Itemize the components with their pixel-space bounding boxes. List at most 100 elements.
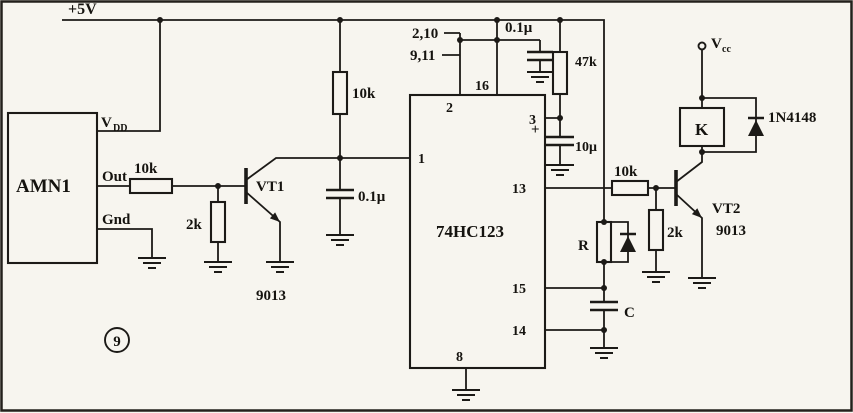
relay-wires <box>701 50 757 153</box>
label-2k-pulldown2: 2k <box>667 225 684 241</box>
label-c-timing: C <box>624 305 635 321</box>
ground-symbol <box>590 347 618 359</box>
label-r-timing: R <box>578 238 589 254</box>
vcc-terminal <box>697 41 707 51</box>
vt1-emitter-arrow <box>269 212 280 222</box>
power-rail: +5V <box>62 1 605 222</box>
ground-symbol <box>642 271 670 283</box>
junction <box>337 155 343 161</box>
label-47k: 47k <box>575 55 597 70</box>
junction <box>215 183 221 189</box>
timing-network: R C <box>545 220 636 359</box>
figure-number-circle <box>104 327 130 353</box>
label-10k-base2: 10k <box>614 164 638 180</box>
label-2k-pulldown: 2k <box>186 217 203 233</box>
junction <box>337 17 343 23</box>
relay-coil-box <box>678 106 726 148</box>
pin-vdd-label: V <box>101 115 112 131</box>
wire-5v-rail <box>62 19 605 222</box>
ground-symbol <box>688 277 716 289</box>
pin-out-label: Out <box>102 169 127 185</box>
junction <box>601 259 607 265</box>
ground-symbol <box>266 261 294 273</box>
label-tied-pins-bottom: 9,11 <box>410 48 435 64</box>
relay-circuit: K V cc 1N4148 <box>678 36 816 153</box>
resistor-2k-pulldown <box>209 200 227 244</box>
label-10k-pullup: 10k <box>352 86 376 102</box>
label-vt2: VT2 <box>712 201 740 217</box>
sensor-name: AMN1 <box>16 176 71 197</box>
diode-timing <box>620 236 636 252</box>
figure-number-text: 9 <box>113 334 121 350</box>
ground-symbol <box>546 164 574 176</box>
label-01u-decoupling: 0.1μ <box>505 20 533 36</box>
resistor-r-timing <box>595 220 613 264</box>
capacitor-01u-filter <box>326 188 354 200</box>
label-vcc: V <box>711 36 722 52</box>
figure-number: 9 <box>104 327 130 353</box>
reset-network: 47k + 10μ <box>531 20 597 176</box>
label-10k-base: 10k <box>134 161 158 177</box>
junction <box>699 95 705 101</box>
resistor-10k-base <box>128 177 174 195</box>
pin16-label: 16 <box>475 79 489 94</box>
pin13-label: 13 <box>512 182 526 197</box>
pin1-label: 1 <box>418 152 425 167</box>
resistor-10k-base2 <box>610 179 650 197</box>
junction <box>457 37 463 43</box>
resistor-10k-pullup <box>331 70 349 116</box>
label-vt1: VT1 <box>256 179 284 195</box>
junction <box>557 115 563 121</box>
diode-1n4148 <box>748 120 764 136</box>
capacitor-01u-decoupling <box>527 50 553 62</box>
junction <box>601 327 607 333</box>
junction <box>601 219 607 225</box>
label-vt2-type: 9013 <box>716 223 746 239</box>
ground-symbol <box>452 389 480 401</box>
output-stage-wires <box>545 146 703 278</box>
pin3-label: 3 <box>529 113 536 128</box>
ic-body <box>408 93 547 370</box>
junction <box>157 17 163 23</box>
capacitor-c-timing <box>590 300 618 312</box>
junction-dots <box>157 17 705 333</box>
pin-vdd-sub-label: DD <box>113 123 127 134</box>
pin2-label: 2 <box>446 101 453 116</box>
junction <box>494 37 500 43</box>
input-stage-wires <box>172 20 410 262</box>
ground-symbol <box>527 71 553 83</box>
label-vt1-type: 9013 <box>256 288 286 304</box>
label-rail-5v: +5V <box>68 1 97 18</box>
input-stage: 10k 2k VT1 9013 10k 0.1μ <box>128 20 410 304</box>
junction <box>494 17 500 23</box>
output-stage: 10k 2k VT2 9013 <box>545 146 746 289</box>
pin-gnd-label: Gnd <box>102 212 131 228</box>
label-10u-plus: + <box>531 122 540 138</box>
label-tied-pins-top: 2,10 <box>412 26 438 42</box>
junction <box>699 149 705 155</box>
resistor-2k-pulldown2 <box>647 208 665 252</box>
pin15-label: 15 <box>512 282 526 297</box>
label-10u: 10μ <box>575 140 597 155</box>
ground-symbol <box>138 257 166 269</box>
label-vcc-sub: cc <box>722 44 731 55</box>
capacitor-10u <box>546 135 574 147</box>
relay-label: K <box>695 120 709 139</box>
junction <box>557 17 563 23</box>
pin8-label: 8 <box>456 350 463 365</box>
ground-symbol <box>326 234 354 246</box>
pin14-label: 14 <box>512 324 526 339</box>
sensor-amn1: AMN1 V DD Out Gnd <box>6 20 166 269</box>
junction <box>653 185 659 191</box>
ground-symbol <box>204 261 232 273</box>
resistor-47k <box>551 50 569 96</box>
ic-part-label: 74HC123 <box>436 222 504 241</box>
label-01u-filter: 0.1μ <box>358 189 386 205</box>
sensor-body <box>6 111 99 265</box>
junction <box>601 285 607 291</box>
sensor-pin-wires <box>97 20 161 258</box>
vt2-emitter-arrow <box>691 208 702 218</box>
